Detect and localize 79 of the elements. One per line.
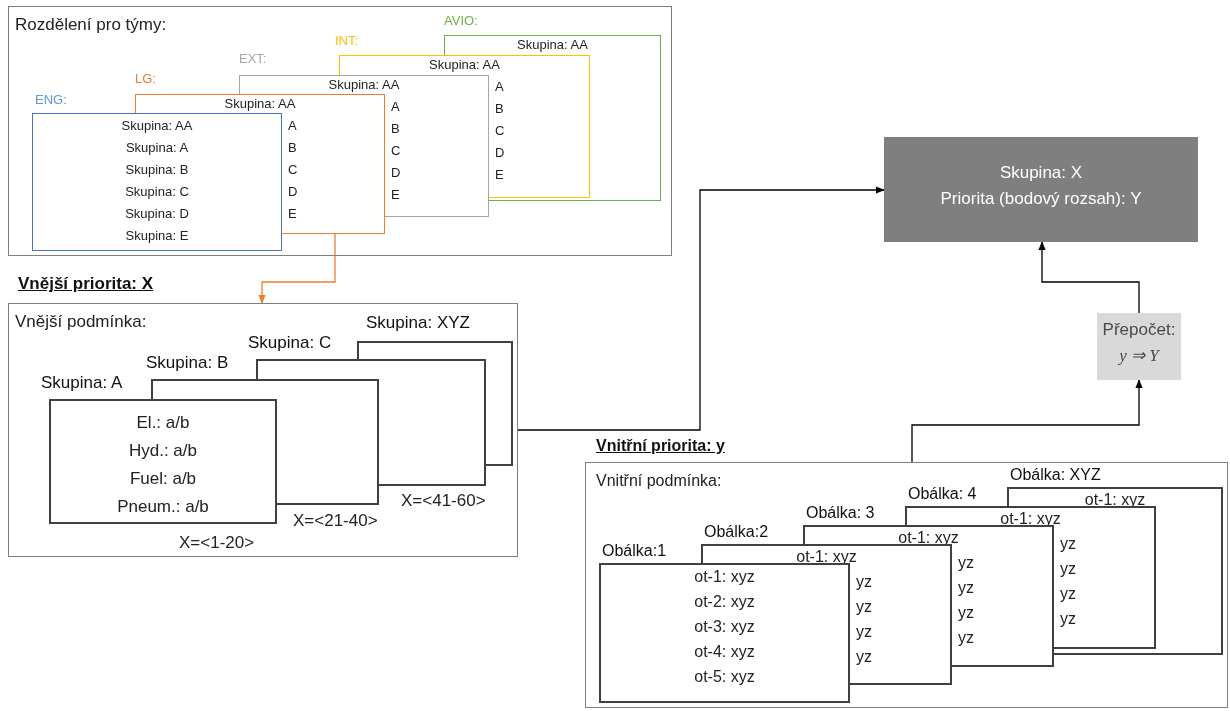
card-text: Skupina: AA: [120, 118, 194, 134]
card-heading: INT:: [335, 33, 359, 49]
card-text: yz: [958, 628, 974, 647]
card-text: Skupina: AA: [428, 57, 501, 73]
card-text: y ⇒ Y: [1117, 346, 1161, 366]
card-text: ot-2: xyz: [693, 592, 756, 611]
card-heading: Obálka:1: [602, 541, 667, 560]
card-text: Skupina: E: [124, 228, 190, 244]
card-heading: EXT:: [239, 51, 267, 67]
card-text: E: [391, 187, 400, 203]
card-text: yz: [1060, 534, 1076, 553]
connector-arrow: [1038, 241, 1140, 314]
card-text: ot-3: xyz: [693, 617, 756, 636]
panel-title: Rozdělení pro týmy:: [15, 15, 167, 35]
card-text: B: [288, 140, 297, 156]
card-text: A: [288, 118, 297, 134]
card-text: C: [288, 162, 298, 178]
card-text: Skupina: B: [124, 162, 190, 178]
card-heading: Skupina: XYZ: [366, 313, 470, 333]
card-text: ot-1: xyz: [693, 567, 756, 586]
card-heading: Skupina: B: [146, 353, 229, 373]
card-text: B: [391, 121, 400, 137]
panel-frame: [8, 6, 672, 256]
card-text: yz: [1060, 609, 1076, 628]
card-text: Skupina: AA: [223, 96, 297, 112]
card-text: C: [391, 143, 401, 159]
card-text: Skupina: AA: [327, 77, 401, 93]
card-text: yz: [856, 572, 872, 591]
card-text: B: [495, 101, 504, 117]
result-box: [884, 137, 1198, 242]
card-text: D: [391, 165, 401, 181]
section-heading: Vnější priorita: X: [18, 274, 154, 294]
card-text: Hyd.: a/b: [127, 441, 198, 461]
card-text: A: [495, 79, 504, 95]
card-text: E: [288, 206, 297, 222]
card-text: yz: [958, 553, 974, 572]
card-text: Skupina: AA: [516, 37, 589, 53]
card-text: Skupina: C: [124, 184, 190, 200]
card-heading: LG:: [135, 71, 156, 87]
card-heading: Obálka: 3: [806, 503, 875, 522]
card-heading: AVIO:: [444, 13, 478, 29]
card-text: yz: [958, 603, 974, 622]
range-label: X=<21-40>: [293, 511, 378, 531]
card-heading: ENG:: [35, 92, 67, 108]
card-text: D: [288, 184, 298, 200]
connector-arrow: [911, 379, 1143, 463]
connector-arrow: [258, 232, 336, 304]
card-text: D: [495, 145, 505, 161]
card-heading: Obálka: 4: [908, 484, 977, 503]
card-text: Přepočet:: [1101, 320, 1177, 340]
range-label: X=<1-20>: [179, 533, 255, 553]
card-text: yz: [1060, 584, 1076, 603]
card-text: El.: a/b: [135, 413, 191, 433]
panel-title: Vnější podmínka:: [15, 312, 147, 332]
card-text: Fuel: a/b: [128, 469, 198, 489]
card-heading: Skupina: A: [41, 373, 123, 393]
card-text: Priorita (bodový rozsah): Y: [939, 189, 1143, 209]
card-text: yz: [856, 647, 872, 666]
section-heading: Vnitřní priorita: y: [596, 436, 725, 455]
panel-title: Vnitřní podmínka:: [596, 471, 722, 490]
conversion-box: [1097, 313, 1181, 380]
card-text: yz: [958, 578, 974, 597]
card-text: yz: [856, 597, 872, 616]
card-text: Skupina: X: [998, 163, 1084, 183]
card-text: yz: [856, 622, 872, 641]
card-text: C: [495, 123, 505, 139]
card-text: ot-4: xyz: [693, 642, 756, 661]
card-text: Skupina: D: [124, 206, 190, 222]
card-heading: Skupina: C: [248, 333, 332, 353]
card-heading: Obálka:2: [704, 522, 769, 541]
card-text: Pneum.: a/b: [116, 497, 210, 517]
connector-arrow: [517, 186, 885, 431]
card-heading: Obálka: XYZ: [1010, 465, 1101, 484]
card-text: ot-5: xyz: [693, 667, 756, 686]
card-text: Skupina: A: [124, 140, 190, 156]
range-label: X=<41-60>: [401, 491, 486, 511]
card-text: yz: [1060, 559, 1076, 578]
card-text: A: [391, 99, 400, 115]
card-text: E: [495, 167, 504, 183]
